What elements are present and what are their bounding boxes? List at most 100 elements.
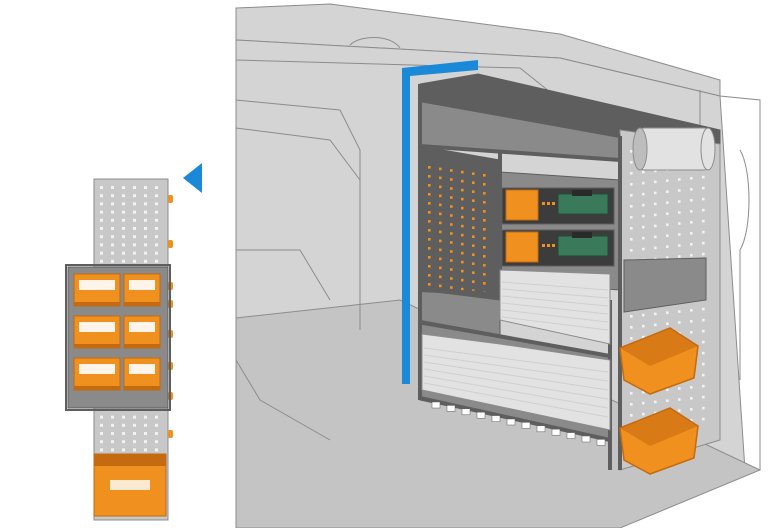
- drawer-case-latch: [547, 244, 550, 247]
- perforation: [133, 194, 136, 198]
- rack-perforation: [690, 254, 693, 257]
- perforation: [122, 448, 125, 452]
- perforation: [111, 202, 114, 206]
- van-outline-line: [349, 37, 401, 49]
- small-bin-lip: [124, 344, 160, 348]
- rack-perforation: [439, 167, 442, 171]
- perforation: [133, 202, 136, 206]
- tray-rib: [423, 368, 609, 400]
- rack-perforation: [678, 200, 681, 203]
- rack-perforation: [461, 170, 464, 174]
- rack-perforation: [630, 414, 633, 417]
- rack-perforation: [483, 210, 486, 213]
- rack-perforation: [461, 197, 464, 201]
- side-elevation-view: [65, 178, 173, 521]
- rack-perforation: [461, 278, 464, 282]
- small-bin-label-slot: [79, 322, 115, 332]
- rack-perforation: [630, 238, 633, 241]
- small-bin: [73, 273, 121, 307]
- perforation: [100, 415, 103, 419]
- hanging-bin: [619, 327, 699, 395]
- perforation: [133, 186, 136, 189]
- rail-hook: [521, 422, 531, 429]
- rack-perforation: [483, 237, 486, 240]
- rail-hook: [491, 415, 501, 422]
- rail-hook: [581, 435, 591, 443]
- rack-perforation: [642, 170, 645, 174]
- tray-rib: [423, 375, 609, 409]
- rack-perforation: [690, 320, 693, 323]
- perforation: [144, 251, 147, 255]
- rack-perforation: [654, 312, 657, 316]
- rack-perforation: [630, 337, 633, 340]
- perforation: [133, 415, 136, 419]
- perforation: [133, 235, 136, 239]
- perforation: [155, 432, 158, 435]
- rack-perforation: [472, 289, 475, 292]
- perforation: [155, 186, 158, 189]
- small-bin-label-slot: [79, 280, 115, 290]
- perforation: [133, 423, 136, 427]
- side-bin-module: [65, 264, 171, 411]
- side-large-bin: [93, 453, 167, 517]
- mount-clip: [168, 430, 173, 438]
- rack-perforation: [439, 203, 442, 207]
- rail-hook: [446, 405, 456, 412]
- perforation: [111, 194, 114, 198]
- small-bin: [73, 315, 121, 349]
- small-bin-lip: [74, 344, 120, 348]
- rack-perforation: [428, 274, 431, 277]
- rack-perforation: [483, 264, 486, 267]
- tray-rib: [423, 347, 609, 373]
- perforation: [122, 186, 125, 189]
- rack-perforation: [702, 351, 705, 355]
- rack-perforation: [439, 257, 442, 261]
- perforation: [111, 218, 114, 222]
- perforation: [155, 218, 158, 222]
- perforation: [144, 448, 147, 452]
- large-bin-lid: [94, 454, 166, 466]
- rack-perforation: [702, 329, 705, 333]
- small-bin-lip: [124, 302, 160, 306]
- rack-perforation: [630, 183, 633, 186]
- rack-perforation: [450, 268, 453, 271]
- rack-perforation: [654, 411, 657, 415]
- rack-perforation: [450, 250, 453, 253]
- tray-rib: [501, 309, 609, 323]
- rack-perforation: [666, 245, 669, 248]
- rack-perforation: [690, 188, 693, 191]
- perforation: [122, 243, 125, 247]
- rack-perforation: [654, 202, 657, 206]
- perforation: [133, 227, 136, 230]
- rack-perforation: [472, 244, 475, 247]
- rack-perforation: [461, 287, 464, 291]
- rack-perforation: [690, 177, 693, 180]
- rack-perforation: [461, 269, 464, 273]
- perforation: [100, 227, 103, 230]
- rack-perforation: [666, 234, 669, 237]
- rack-perforation: [630, 194, 633, 197]
- perforation: [122, 259, 125, 263]
- perforation: [100, 194, 103, 198]
- rack-perforation: [642, 192, 645, 196]
- frame-rail: [419, 320, 611, 358]
- drawer-case: [501, 229, 615, 267]
- perforation: [144, 186, 147, 189]
- van-outline-line: [235, 59, 561, 101]
- rack-perforation: [702, 175, 705, 179]
- perforation: [111, 210, 114, 214]
- rack-perforation: [666, 190, 669, 193]
- perforation: [100, 243, 103, 247]
- paper-roll: [632, 127, 716, 171]
- perforation: [144, 194, 147, 198]
- rack-perforation: [690, 386, 693, 389]
- tray-rib: [423, 361, 609, 391]
- drawer-case-latch: [542, 244, 545, 247]
- rack-perforation: [428, 211, 431, 214]
- hanging-bins: [619, 327, 699, 475]
- small-bin: [123, 357, 161, 391]
- rack-perforation: [666, 399, 669, 402]
- aluminium-tray-body: [421, 333, 611, 431]
- perforation: [155, 210, 158, 214]
- tray-rib: [501, 302, 609, 315]
